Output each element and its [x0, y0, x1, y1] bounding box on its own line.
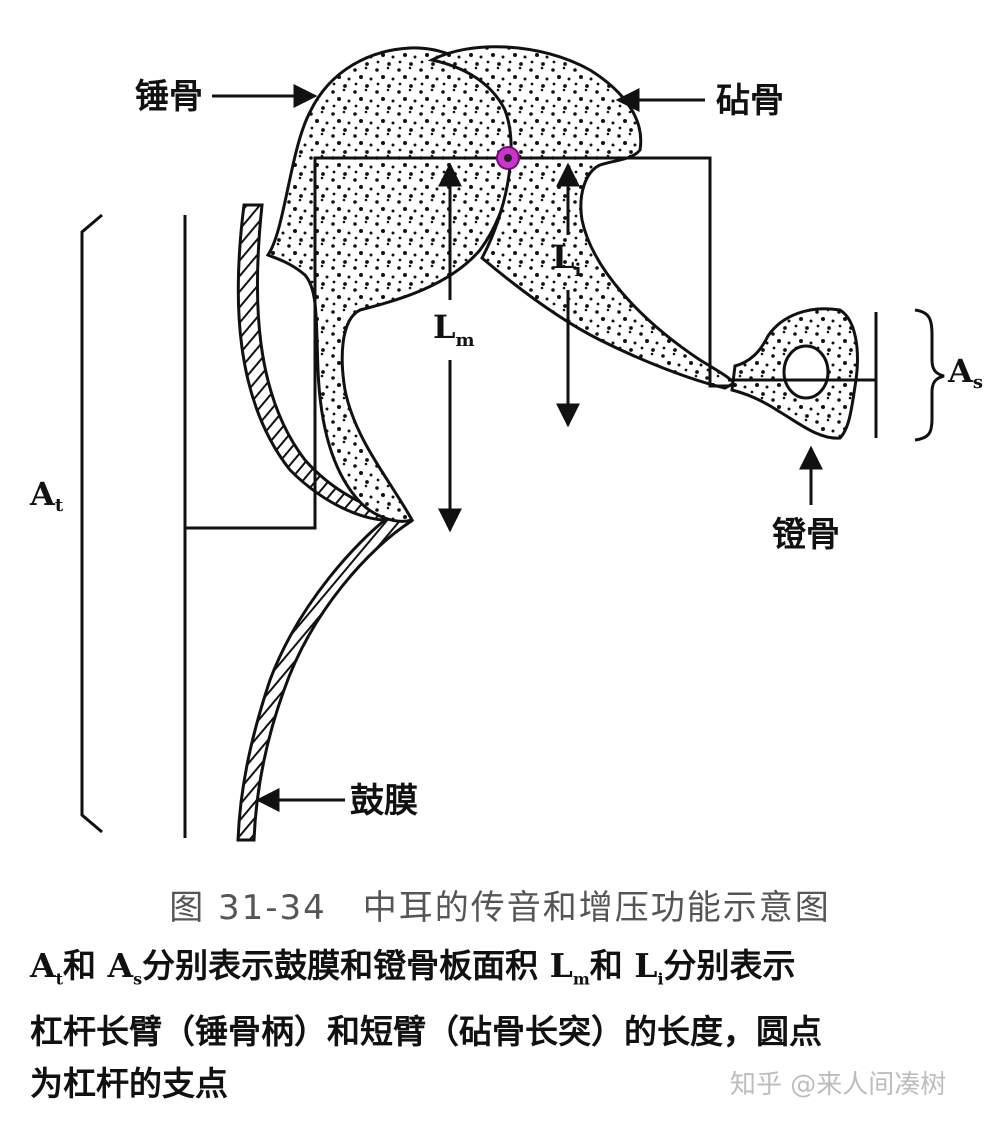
- At-main: A: [29, 475, 56, 513]
- watermark-text: 知乎 @来人间凑树: [730, 1070, 947, 1100]
- caption-Lm-sub: m: [572, 969, 590, 989]
- As-sub: s: [973, 372, 983, 393]
- malleus-bone: [265, 46, 514, 523]
- As-symbol: As: [947, 352, 983, 393]
- At-symbol: At: [29, 475, 64, 516]
- Lm-symbol: Lm: [433, 308, 475, 351]
- caption-Li-sub: i: [657, 969, 664, 989]
- eardrum-membrane: [236, 203, 414, 842]
- caption-As-sub: s: [133, 969, 143, 989]
- As-main: A: [947, 352, 974, 390]
- eardrum-label: 鼓膜: [350, 781, 418, 821]
- caption-As: 和 A: [63, 946, 134, 985]
- Lm-main: L: [433, 308, 456, 346]
- caption-At: A: [30, 946, 56, 985]
- stapes-label: 镫骨: [772, 515, 840, 555]
- Li-sub: i: [575, 260, 582, 281]
- caption-At-sub: t: [55, 969, 63, 989]
- Li-symbol: Li: [552, 238, 582, 281]
- Lm-sub: m: [456, 330, 475, 351]
- caption-line-3: 为杠杆的支点: [30, 1063, 228, 1103]
- caption-Li: 和 L: [589, 946, 658, 985]
- caption-represent: 分别表示: [663, 946, 796, 985]
- incus-label: 砧骨: [716, 81, 784, 121]
- At-sub: t: [55, 495, 64, 516]
- fulcrum-center: [504, 154, 512, 162]
- caption-line-1: At和 As分别表示鼓膜和镫骨板面积 Lm和 Li分别表示: [30, 940, 980, 1006]
- figure-caption-title: 图 31-34 中耳的传音和增压功能示意图: [169, 888, 831, 928]
- stapes-foramen: [782, 344, 830, 400]
- malleus-label: 锤骨: [135, 77, 203, 117]
- At-bracket: [80, 213, 103, 834]
- caption-line-2: 杠杆长臂（锤骨柄）和短臂（砧骨长突）的长度，圆点: [30, 1011, 822, 1051]
- figure-caption-body: At和 As分别表示鼓膜和镫骨板面积 Lm和 Li分别表示 杠杆长臂（锤骨柄）和…: [30, 940, 980, 1110]
- As-brace: [914, 308, 945, 442]
- caption-area-text: 分别表示鼓膜和镫骨板面积 L: [142, 946, 573, 985]
- Li-main: L: [552, 238, 575, 276]
